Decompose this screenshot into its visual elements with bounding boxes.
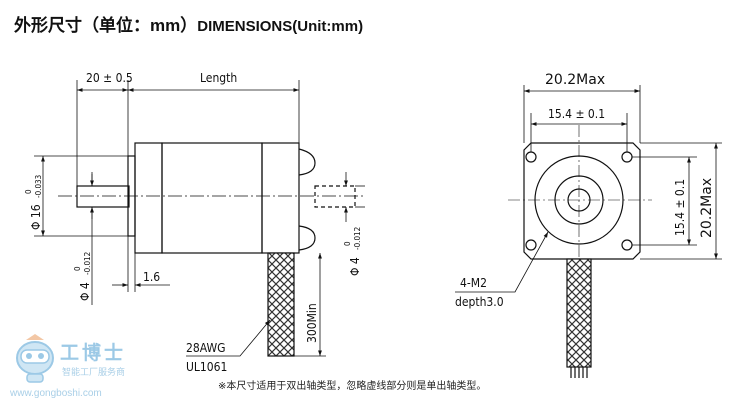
robot-mascot-icon: [16, 334, 54, 383]
boss-dia-value: Φ 16: [29, 204, 43, 230]
hole-spacing-v-label: 15.4 ± 0.1: [673, 179, 687, 236]
lead-wire: [267, 252, 295, 357]
left-shaft: [76, 185, 130, 208]
footnote: ※本尺寸适用于双出轴类型，忽略虚线部分则是单出轴类型。: [218, 381, 487, 392]
page-title: 外形尺寸（单位：mm）DIMENSIONS(Unit:mm): [14, 11, 363, 36]
mount-hole-tl: [525, 151, 537, 163]
outer-height-value: 20.2Max: [699, 178, 715, 238]
mount-hole-br: [621, 239, 633, 251]
boss-dia-label: Φ 16 0 -0.033: [24, 175, 43, 230]
length-label: Length: [200, 71, 237, 85]
watermark-slogan: 智能工厂服务商: [62, 367, 126, 377]
front-cap: [134, 142, 163, 254]
hole-spacing-h-label: 15.4 ± 0.1: [548, 107, 605, 121]
mount-hole-bl: [525, 239, 537, 251]
right-shaft-dia-tol-lower: -0.012: [353, 227, 362, 250]
mount-hole-tr: [621, 151, 633, 163]
right-shaft-dia-label: Φ 4 0 -0.012: [343, 227, 362, 276]
title-cn: 外形尺寸（单位：mm）: [14, 16, 198, 35]
right-shaft-dia-value: Φ 4: [348, 257, 362, 276]
left-shaft-dia-value: Φ 4: [78, 282, 92, 301]
wire-gauge-label: 28AWG: [186, 341, 226, 355]
outer-height-label: 20.2Max: [699, 178, 715, 238]
outer-width-label: 20.2Max: [545, 72, 605, 88]
watermark-url: www.gongboshi.com: [10, 388, 102, 399]
mount-holes-label: 4-M2: [460, 276, 487, 290]
boss-height-label: 1.6: [143, 270, 160, 284]
right-shaft: [314, 185, 356, 208]
rear-bumps: [298, 148, 316, 251]
boss-dia-tol-upper: 0: [24, 189, 33, 194]
front-view: [455, 85, 722, 378]
hole-spacing-v-value: 15.4 ± 0.1: [673, 179, 687, 236]
right-shaft-dia-tol-upper: 0: [343, 241, 352, 246]
watermark-brand: 工博士: [60, 342, 127, 364]
stator: [161, 142, 263, 254]
watermark: 工博士 智能工厂服务商 www.gongboshi.com: [8, 332, 148, 402]
front-lead-wire: [566, 258, 592, 368]
rear-cap: [261, 142, 300, 254]
left-shaft-dia-label: Φ 4 0 -0.012: [73, 252, 92, 301]
flange-outline: [523, 142, 641, 260]
wire-standard-label: UL1061: [186, 360, 227, 374]
title-en: DIMENSIONS(Unit:mm): [197, 18, 364, 35]
flange-thickness-label: 20 ± 0.5: [86, 71, 133, 85]
mount-depth-label: depth3.0: [455, 295, 504, 309]
boss-dia-tol-lower: -0.033: [34, 175, 43, 198]
lead-length-label: 300Min: [305, 303, 319, 343]
side-view: [34, 80, 365, 357]
left-shaft-dia-tol-lower: -0.012: [83, 252, 92, 275]
left-shaft-dia-tol-upper: 0: [73, 266, 82, 271]
lead-length-value: 300Min: [305, 303, 319, 343]
